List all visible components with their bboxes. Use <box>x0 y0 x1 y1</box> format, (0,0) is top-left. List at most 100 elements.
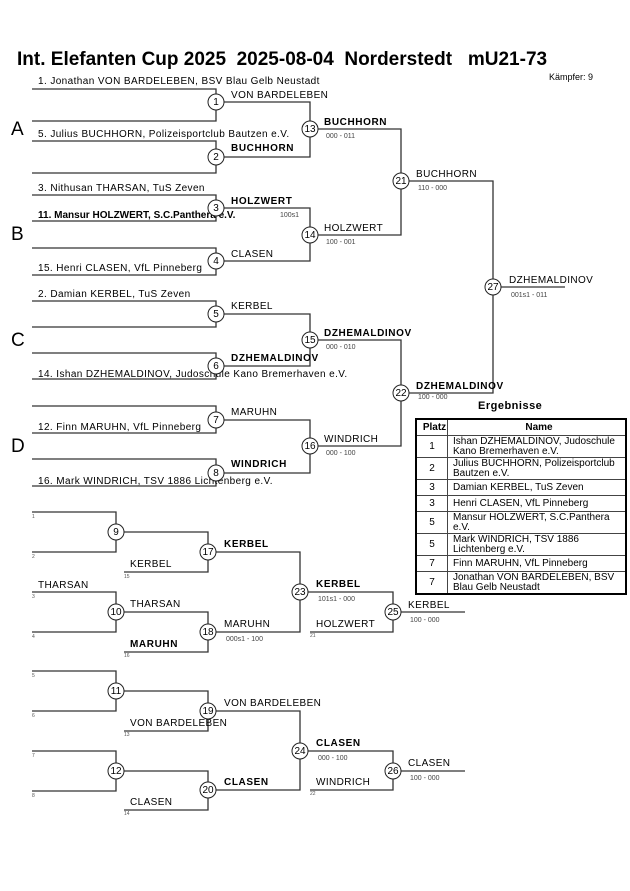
slot-ref: 8 <box>32 793 35 799</box>
match-number: 10 <box>110 607 122 618</box>
winner-label: DZHEMALDINOV <box>231 353 319 364</box>
winner-label: KERBEL <box>231 301 273 312</box>
match-number: 11 <box>111 686 122 697</box>
group-label-d: D <box>11 436 25 457</box>
slot-ref: 3 <box>32 594 35 600</box>
entry: 12. Finn MARUHN, VfL Pinneberg <box>38 422 201 433</box>
slot-ref: 16 <box>124 653 130 659</box>
match-number: 22 <box>395 388 407 399</box>
match-number: 25 <box>387 607 399 618</box>
match-circle <box>107 682 125 700</box>
match-number: 18 <box>202 627 214 638</box>
fighter-count: Kämpfer: 9 <box>549 72 593 82</box>
match-number: 7 <box>213 415 219 426</box>
score: 100 - 000 <box>410 617 440 624</box>
slot-ref: 13 <box>124 732 130 738</box>
winner-label: WINDRICH <box>324 434 378 445</box>
match-number: 21 <box>395 176 407 187</box>
match-node: 5 <box>207 305 225 323</box>
results-title: Ergebnisse <box>478 400 543 412</box>
winner-label: CLASEN <box>231 249 273 260</box>
slot-ref: 6 <box>32 713 35 719</box>
winner-label: BUCHHORN <box>416 169 477 180</box>
winner-label: VON BARDELEBEN <box>224 698 321 709</box>
slot-ref: 15 <box>124 574 130 580</box>
slot-ref: 21 <box>310 633 316 639</box>
entrant-label: VON BARDELEBEN <box>130 718 227 729</box>
match-circle <box>384 762 402 780</box>
score: 100 - 001 <box>326 239 356 246</box>
match-circle <box>207 305 225 323</box>
group-label-c: C <box>11 330 25 351</box>
winner-label: KERBEL <box>224 539 269 550</box>
winner-label: VON BARDELEBEN <box>231 90 328 101</box>
entrant-label: KERBEL <box>130 559 172 570</box>
fighter-name: Mansur HOLZWERT, S.C.Panthera e.V. <box>447 511 627 534</box>
score: 100 - 000 <box>418 394 448 401</box>
match-number: 16 <box>304 441 316 452</box>
match-number: 9 <box>113 527 119 538</box>
match-circle <box>392 384 410 402</box>
match-number: 17 <box>202 547 214 558</box>
group-label-b: B <box>11 224 24 245</box>
place: 5 <box>415 511 448 534</box>
winner-label: BUCHHORN <box>231 143 294 154</box>
match-node: 8 <box>207 464 225 482</box>
match-node: 20 <box>199 781 217 799</box>
match-circle <box>301 226 319 244</box>
match-number: 19 <box>202 706 214 717</box>
slot-ref: 22 <box>310 791 316 797</box>
match-node: 23 <box>291 583 309 601</box>
match-circles: 1234567891011121314151617181920212223242… <box>107 93 502 799</box>
place: 7 <box>415 571 448 595</box>
winner-label: CLASEN <box>224 777 269 788</box>
place: 5 <box>415 533 448 556</box>
match-circle <box>207 199 225 217</box>
match-number: 14 <box>304 230 316 241</box>
match-circle <box>207 464 225 482</box>
match-circle <box>199 623 217 641</box>
winner-label: KERBEL <box>316 579 361 590</box>
fighter-name: Damian KERBEL, TuS Zeven <box>447 479 627 496</box>
match-node: 17 <box>199 543 217 561</box>
score: 001s1 - 011 <box>511 292 548 299</box>
place: 3 <box>415 479 448 496</box>
winner-label: HOLZWERT <box>231 196 292 207</box>
entrant-label: THARSAN <box>38 580 89 591</box>
entrant-label: HOLZWERT <box>316 619 375 630</box>
score: 110 - 000 <box>418 185 447 192</box>
match-node: 2 <box>207 148 225 166</box>
match-node: 25 <box>384 603 402 621</box>
fighter-name: Finn MARUHN, VfL Pinneberg <box>447 555 627 572</box>
winner-label: WINDRICH <box>231 459 287 470</box>
slot-ref: 4 <box>32 634 35 640</box>
match-node: 4 <box>207 252 225 270</box>
winner-label: MARUHN <box>231 407 277 418</box>
match-number: 13 <box>304 124 316 135</box>
match-circle <box>107 523 125 541</box>
fighter-name: Jonathan VON BARDELEBEN, BSV Blau Gelb N… <box>447 571 627 595</box>
page-title: Int. Elefanten Cup 2025 2025-08-04 Norde… <box>17 49 547 70</box>
match-number: 4 <box>213 256 219 267</box>
entry: 2. Damian KERBEL, TuS Zeven <box>38 289 191 300</box>
slot-ref: 7 <box>32 753 35 759</box>
match-number: 6 <box>213 361 219 372</box>
score: 000s1 - 100 <box>226 636 263 643</box>
entry: 3. Nithusan THARSAN, TuS Zeven <box>38 183 205 194</box>
match-circle <box>384 603 402 621</box>
entrant-label: MARUHN <box>130 639 178 650</box>
match-number: 26 <box>387 766 399 777</box>
match-circle <box>199 543 217 561</box>
match-node: 21 <box>392 172 410 190</box>
match-node: 12 <box>107 762 125 780</box>
winner-label: DZHEMALDINOV <box>324 328 412 339</box>
col-header: Platz <box>415 418 448 436</box>
match-number: 2 <box>213 152 219 163</box>
place: 2 <box>415 457 448 480</box>
match-number: 27 <box>487 282 499 293</box>
